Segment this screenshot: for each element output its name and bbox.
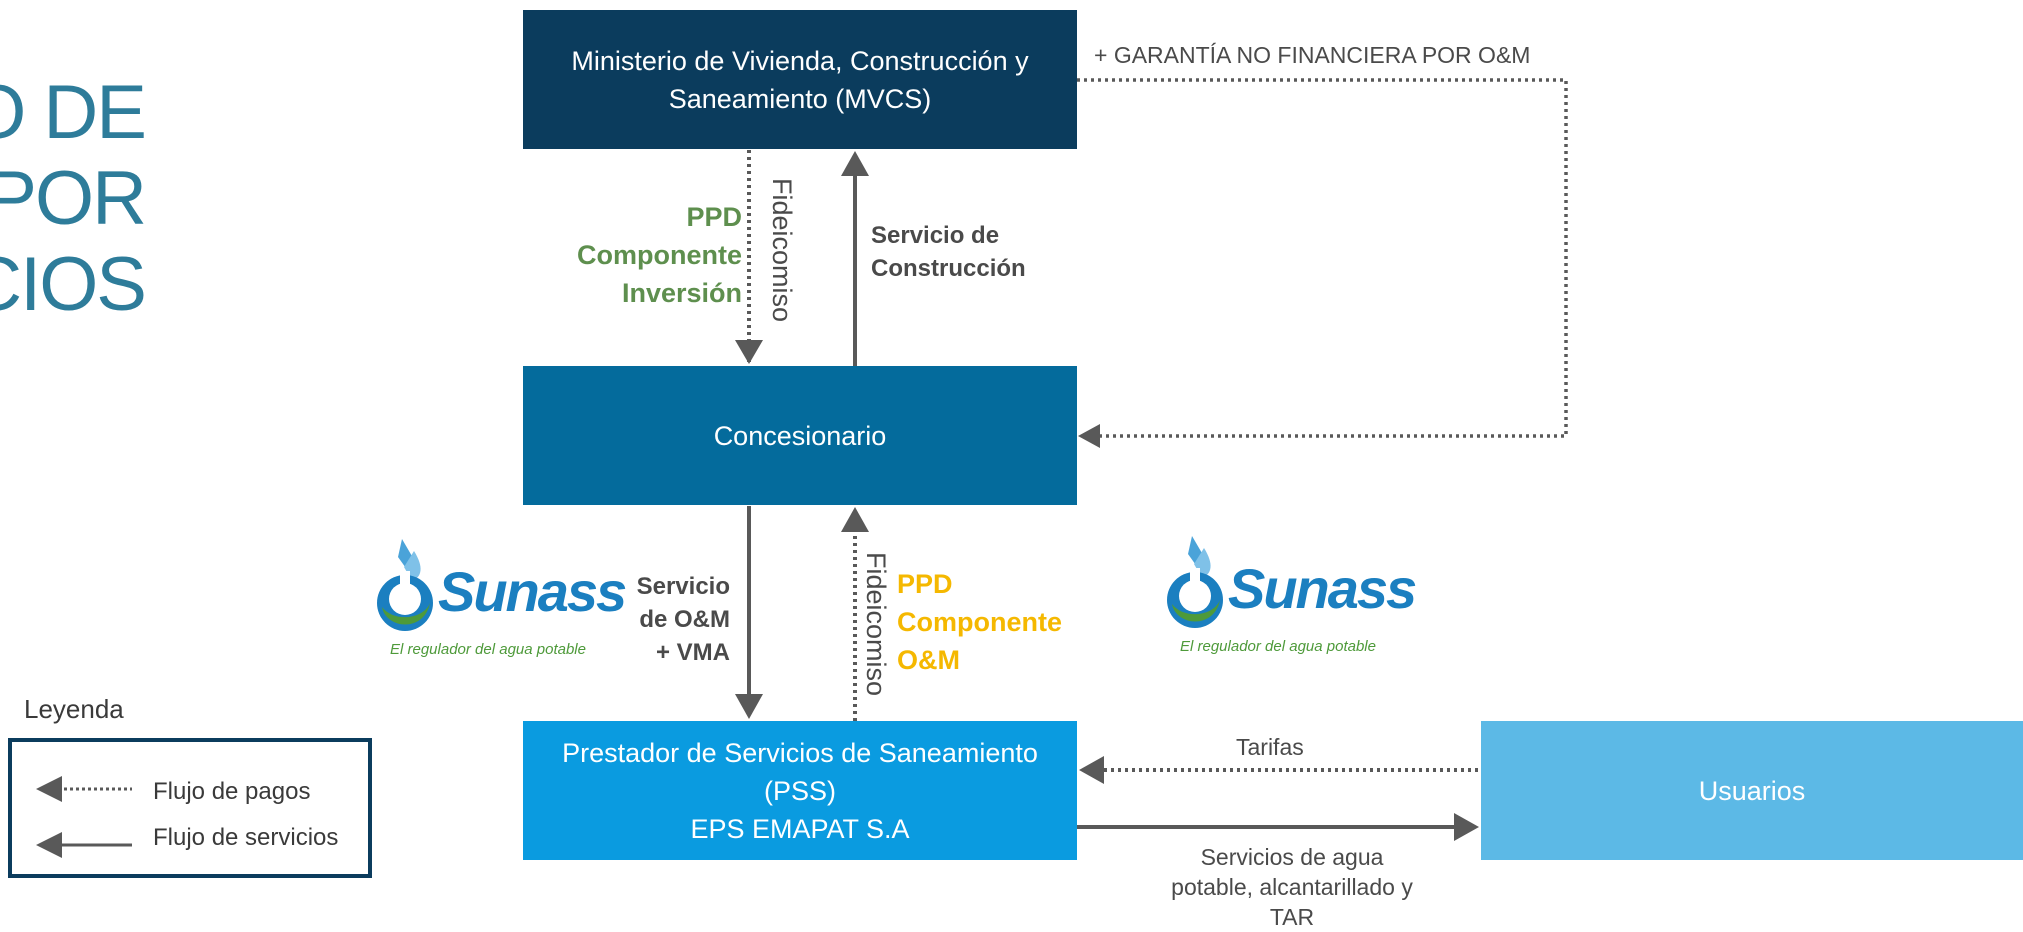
- arrowhead-ppd-inversion: [735, 340, 763, 364]
- pss-box: Prestador de Servicios de Saneamiento (P…: [523, 721, 1077, 860]
- legend-box: Flujo de pagos Flujo de servicios: [8, 738, 372, 878]
- ppd-inversion-line-3: Inversión: [621, 278, 742, 308]
- ppd-om-line-2: Componente: [897, 607, 1062, 637]
- arrowhead-ppd-om: [841, 507, 869, 532]
- pss-label-line-2: (PSS): [763, 775, 836, 806]
- garantia-label: + GARANTÍA NO FINANCIERA POR O&M: [1094, 42, 1531, 68]
- usuarios-label: Usuarios: [1698, 775, 1806, 806]
- ppd-om-label: PPD Componente O&M: [897, 565, 1062, 679]
- legend-dotted-arrowhead: [36, 776, 62, 802]
- sunass-logo-right: Sunass El regulador del agua potable: [1162, 530, 1417, 670]
- servicio-construccion-line-2: Construcción: [871, 255, 1026, 282]
- concesionario-label: Concesionario: [713, 420, 887, 451]
- page-title-line-2: O POR: [0, 156, 147, 241]
- servicios-agua-line-3: TAR: [1269, 904, 1315, 930]
- arrowhead-construccion: [841, 151, 869, 176]
- servicio-om-line-2: de O&M: [639, 606, 730, 633]
- legend-solid-arrowhead: [36, 832, 62, 858]
- water-drop-icon: [377, 539, 433, 631]
- legend-services-label: Flujo de servicios: [153, 824, 339, 851]
- payment-arrow-garantia: [1077, 78, 1568, 438]
- ppd-inversion-label: PPD Componente Inversión: [560, 198, 742, 312]
- pss-label-line-3: EPS EMAPAT S.A: [690, 813, 910, 844]
- arrowhead-om: [735, 694, 763, 719]
- mvcs-box: Ministerio de Vivienda, Construcción y S…: [523, 10, 1077, 149]
- water-drop-icon: [1167, 536, 1223, 628]
- legend-title: Leyenda: [24, 694, 124, 724]
- servicio-construccion-label: Servicio de Construcción: [871, 219, 1026, 285]
- servicios-agua-line-2: potable, alcantarillado y: [1171, 874, 1413, 900]
- tarifas-label: Tarifas: [1236, 734, 1304, 760]
- ppd-om-line-1: PPD: [897, 569, 953, 599]
- concesionario-box: Concesionario: [523, 366, 1077, 505]
- sunass-logo-left: Sunass El regulador del agua potable: [372, 533, 627, 673]
- mvcs-label-line-2: Saneamiento (MVCS): [668, 83, 932, 114]
- fideicomiso-bottom-label: Fideicomiso: [861, 552, 891, 697]
- servicio-om-line-3: + VMA: [655, 639, 730, 666]
- sunass-tagline-left: El regulador del agua potable: [390, 641, 586, 658]
- sunass-tagline-right: El regulador del agua potable: [1180, 638, 1376, 655]
- legend-payments-label: Flujo de pagos: [153, 778, 311, 805]
- servicio-om-label: Servicio de O&M + VMA: [600, 570, 730, 669]
- arrowhead-servicios: [1454, 813, 1479, 841]
- servicio-om-line-1: Servicio: [636, 573, 730, 600]
- page-title-line-3: CIOS: [0, 242, 147, 327]
- usuarios-box: Usuarios: [1481, 721, 2023, 860]
- ppd-om-line-3: O&M: [897, 645, 960, 675]
- servicios-agua-label: Servicios de agua potable, alcantarillad…: [1112, 842, 1472, 932]
- arrowhead-tarifas: [1079, 756, 1104, 784]
- pss-label-line-1: Prestador de Servicios de Saneamiento: [562, 737, 1038, 768]
- arrowhead-garantia: [1078, 424, 1100, 448]
- servicios-agua-line-1: Servicios de agua: [1200, 844, 1384, 870]
- fideicomiso-top-label: Fideicomiso: [767, 178, 797, 323]
- ppd-inversion-line-2: Componente: [577, 240, 742, 270]
- ppd-inversion-line-1: PPD: [686, 202, 742, 232]
- page-title-line-1: O DE: [0, 70, 147, 155]
- sunass-wordmark-left: Sunass: [438, 560, 627, 623]
- sunass-wordmark-right: Sunass: [1228, 557, 1417, 620]
- servicio-construccion-line-1: Servicio de: [871, 222, 1000, 249]
- mvcs-label-line-1: Ministerio de Vivienda, Construcción y: [571, 45, 1029, 76]
